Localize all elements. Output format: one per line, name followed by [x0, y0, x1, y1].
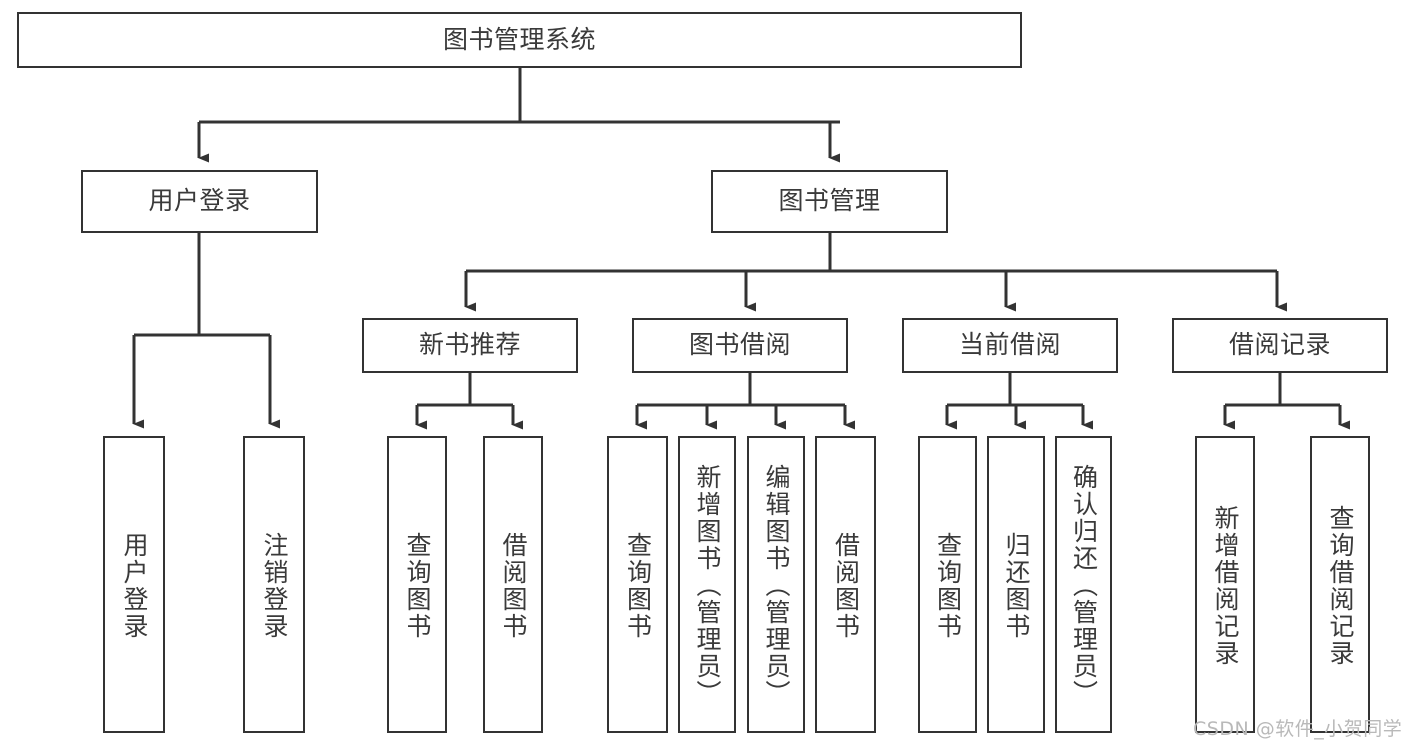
node-borrow-record[interactable]: 借阅记录: [1172, 318, 1388, 373]
node-current-borrow[interactable]: 当前借阅: [902, 318, 1118, 373]
node-book-borrow-label: 图书借阅: [688, 330, 791, 360]
node-leaf-confirm-return-label: 确认归还（管理员）: [1069, 464, 1099, 707]
node-leaf-return-book[interactable]: 归还图书: [987, 436, 1045, 733]
node-borrow-record-label: 借阅记录: [1228, 330, 1331, 360]
node-leaf-query-record-label: 查询借阅记录: [1326, 504, 1355, 667]
node-leaf-user-login[interactable]: 用户登录: [103, 436, 165, 733]
node-leaf-logout-login[interactable]: 注销登录: [243, 436, 305, 733]
node-leaf-query-book-2-label: 查询图书: [623, 531, 653, 640]
node-leaf-edit-book-label: 编辑图书（管理员）: [762, 464, 791, 707]
node-leaf-add-book[interactable]: 新增图书（管理员）: [678, 436, 736, 733]
node-book-borrow[interactable]: 图书借阅: [632, 318, 848, 373]
node-root-label: 图书管理系统: [442, 24, 596, 54]
node-root[interactable]: 图书管理系统: [17, 12, 1022, 68]
node-leaf-query-book-1-label: 查询图书: [403, 531, 432, 640]
node-book-management[interactable]: 图书管理: [711, 170, 948, 233]
node-leaf-query-record[interactable]: 查询借阅记录: [1310, 436, 1370, 733]
node-leaf-return-book-label: 归还图书: [1002, 531, 1031, 640]
node-new-book-recommend[interactable]: 新书推荐: [362, 318, 578, 373]
node-leaf-borrow-book-2[interactable]: 借阅图书: [815, 436, 876, 733]
node-leaf-add-record-label: 新增借阅记录: [1211, 504, 1240, 667]
node-leaf-query-book-3[interactable]: 查询图书: [918, 436, 977, 733]
node-leaf-edit-book[interactable]: 编辑图书（管理员）: [747, 436, 805, 733]
node-leaf-confirm-return[interactable]: 确认归还（管理员）: [1055, 436, 1112, 733]
node-leaf-query-book-1[interactable]: 查询图书: [387, 436, 447, 733]
node-leaf-logout-login-label: 注销登录: [260, 531, 289, 640]
csdn-watermark: CSDN @软件_小贺同学: [1193, 718, 1403, 740]
node-user-login-label: 用户登录: [148, 186, 251, 216]
node-leaf-borrow-book-1-label: 借阅图书: [499, 531, 528, 640]
node-leaf-add-book-label: 新增图书（管理员）: [693, 464, 722, 707]
node-leaf-query-book-2[interactable]: 查询图书: [607, 436, 668, 733]
node-current-borrow-label: 当前借阅: [958, 330, 1061, 360]
node-leaf-query-book-3-label: 查询图书: [933, 531, 963, 640]
node-leaf-add-record[interactable]: 新增借阅记录: [1195, 436, 1255, 733]
node-leaf-user-login-label: 用户登录: [120, 531, 149, 640]
node-new-book-recommend-label: 新书推荐: [418, 330, 521, 360]
node-user-login[interactable]: 用户登录: [81, 170, 318, 233]
node-leaf-borrow-book-2-label: 借阅图书: [831, 531, 861, 640]
node-leaf-borrow-book-1[interactable]: 借阅图书: [483, 436, 543, 733]
node-book-management-label: 图书管理: [778, 186, 881, 216]
